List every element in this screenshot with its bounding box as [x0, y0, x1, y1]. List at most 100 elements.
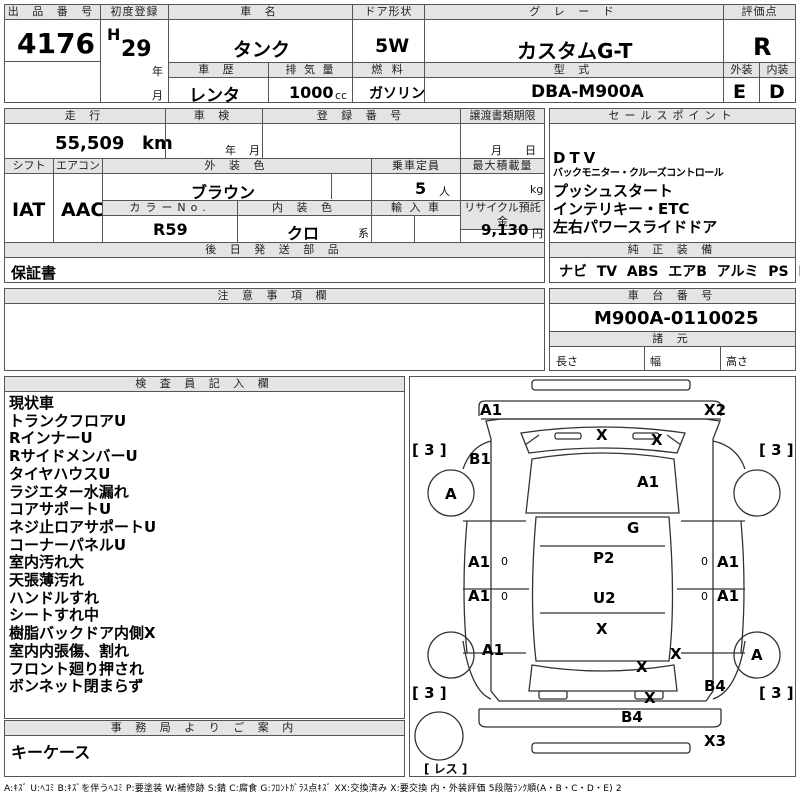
specs-panel: 走 行 55,509 km 車 検 年 月 登 録 番 号 譲渡書類期限 月 日… — [4, 108, 545, 283]
spare-tire-label: [ レス ] — [424, 762, 467, 776]
recycle-unit: 円 — [532, 227, 543, 240]
year-unit: 年 — [152, 65, 163, 78]
inspector-note: ネジ止ロアサポートU — [9, 517, 157, 536]
import-header: 輸 入 車 — [372, 201, 460, 216]
color-no: R59 — [153, 220, 188, 239]
int-color-unit: 系 — [358, 227, 369, 240]
month-unit: 月 — [152, 89, 163, 102]
damage-mark: X3 — [704, 732, 726, 750]
interior-header: 内装 — [760, 63, 795, 78]
equipment-item: ナビ — [559, 264, 587, 280]
shift: IAT — [12, 199, 46, 221]
damage-mark: X — [651, 431, 663, 449]
inspector-note: 樹脂バックドア内側X — [9, 624, 156, 643]
dims-header: 諸 元 — [550, 332, 795, 347]
model-header: 型 式 — [425, 63, 723, 78]
displacement-unit: cc — [335, 89, 348, 102]
lot-number: 4176 — [17, 27, 95, 60]
damage-mark: A1 — [482, 641, 504, 659]
inspector-note: タイヤハウスU — [9, 464, 111, 483]
inspector-note: 現状車 — [9, 394, 55, 412]
damage-mark: P2 — [593, 549, 614, 567]
office-panel: 事 務 局 よ り ご 案 内 キーケース — [4, 720, 405, 777]
damage-mark: G — [627, 519, 639, 537]
chassis-header: 車 台 番 号 — [550, 289, 795, 304]
sales-points-header: セールスポイント — [550, 109, 795, 124]
load-unit: kg — [530, 183, 544, 196]
mileage-unit: km — [142, 133, 173, 154]
zero-mark: 0 — [501, 590, 508, 603]
notes-header: 注 意 事 項 欄 — [5, 289, 544, 304]
inspector-note: トランクフロアU — [9, 411, 127, 430]
exterior-grade: E — [733, 81, 746, 103]
chassis-number: M900A-0110025 — [594, 308, 759, 329]
legend-footer: A:ｷｽﾞ U:ﾍｺﾐ B:ｷｽﾞを伴うﾍｺﾐ P:要塗装 W:補修跡 S:錆 … — [4, 784, 622, 794]
damage-mark: A — [445, 485, 457, 503]
load-header: 最大積載量 — [461, 159, 544, 174]
sales-point: DTV — [553, 149, 600, 167]
reg-no-header: 登 録 番 号 — [263, 109, 460, 124]
damage-mark: A1 — [468, 587, 490, 605]
score-header: 評価点 — [724, 5, 795, 20]
damage-mark: A1 — [717, 553, 739, 571]
equipment-item: アルミ — [716, 264, 759, 280]
transfer-day-unit: 日 — [525, 144, 536, 157]
interior-grade: D — [769, 81, 785, 103]
width-label: 幅 — [650, 355, 661, 368]
damage-mark: X — [670, 645, 682, 663]
model: DBA-M900A — [531, 82, 644, 102]
transfer-month-unit: 月 — [491, 144, 502, 157]
tire-mark-rear-left: [ 3 ] — [412, 684, 447, 702]
grade: カスタムG-T — [517, 39, 633, 63]
equipment-item: PS — [768, 264, 789, 280]
equipment-item: PW — [798, 264, 800, 280]
inspector-note: 天張薄汚れ — [9, 571, 85, 590]
equipment-item: エアB — [668, 264, 707, 280]
damage-mark: X — [644, 689, 656, 707]
int-color: クロ — [287, 224, 320, 243]
damage-mark: B4 — [704, 677, 726, 695]
tire-mark-rear-right: [ 3 ] — [759, 684, 794, 702]
zero-mark: 0 — [701, 555, 708, 568]
history-header: 車 歴 — [169, 63, 268, 78]
damage-mark: X — [596, 426, 608, 444]
zero-mark: 0 — [701, 590, 708, 603]
sales-points-list: DTV バックモニター・クルーズコントロール プッシュスタート インテリキー・E… — [553, 149, 724, 237]
inspector-note: コアサポートU — [9, 500, 112, 519]
inspector-note: シートすれ中 — [9, 606, 100, 625]
inspector-note: RサイドメンバーU — [9, 447, 138, 466]
length-label: 長さ — [556, 355, 578, 368]
mileage-header: 走 行 — [5, 109, 165, 124]
capacity-header: 乗車定員 — [372, 159, 460, 174]
damage-mark: A1 — [480, 401, 502, 419]
tire-mark-front-right: [ 3 ] — [759, 441, 794, 459]
damage-mark: X — [636, 658, 648, 676]
capacity-unit: 人 — [439, 185, 450, 198]
car-name: タンク — [233, 39, 291, 61]
tire-mark-front-left: [ 3 ] — [412, 441, 447, 459]
zero-mark: 0 — [501, 555, 508, 568]
car-diagram-panel: [ 3 ] [ 3 ] [ 3 ] [ 3 ] [ レス ] 0 0 0 0 A… — [409, 376, 796, 777]
office-note: キーケース — [11, 743, 91, 762]
equipment-list: ナビ TV ABS エアB アルミ PS PW — [559, 261, 800, 281]
equipment-header: 純 正 装 備 — [550, 243, 795, 258]
color-header: 外 装 色 — [103, 159, 371, 174]
int-color-header: 内 装 色 — [238, 201, 371, 216]
ac: AAC — [61, 199, 105, 221]
capacity: 5 — [415, 179, 427, 198]
era: H — [107, 25, 121, 44]
recycle-header: リサイクル預託金 — [461, 201, 544, 230]
lot-number-header: 出 品 番 号 — [5, 5, 100, 20]
mileage: 55,509 — [55, 133, 125, 154]
displacement: 1000 — [289, 83, 334, 102]
equipment-item: TV — [596, 264, 618, 280]
inspector-header: 検 査 員 記 入 欄 — [5, 377, 404, 392]
damage-mark: X — [596, 620, 608, 638]
sales-point: バックモニター・クルーズコントロール — [553, 168, 724, 179]
inspector-note: 室内内張傷、割れ — [9, 641, 130, 660]
sales-point: 左右パワースライドドア — [553, 218, 718, 236]
parts-header: 後 日 発 送 部 品 — [5, 243, 544, 258]
fuel: ガソリン — [369, 86, 425, 102]
damage-mark: A1 — [637, 473, 659, 491]
inspector-note: ハンドルすれ — [9, 588, 100, 607]
